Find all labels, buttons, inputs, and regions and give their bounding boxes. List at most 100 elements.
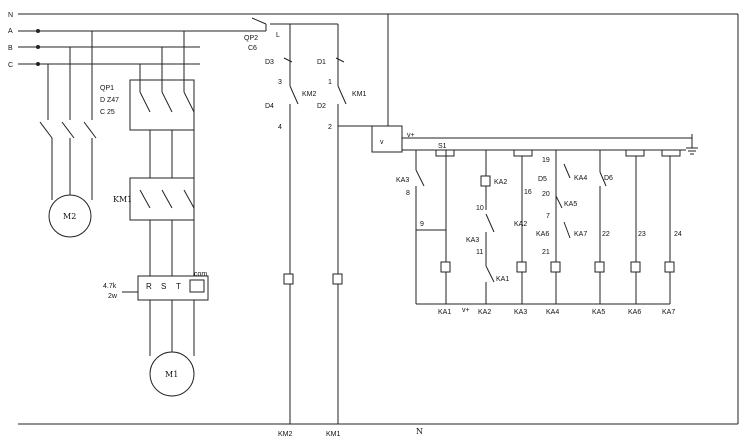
d3-led	[283, 57, 293, 63]
terminal-t: T	[176, 282, 181, 291]
ka3-left-contact	[415, 169, 425, 187]
n8-label: 8	[406, 190, 410, 197]
ka7-contact	[563, 221, 571, 239]
power-bus: N A B C N	[8, 12, 739, 436]
coil-label-ka3: KA3	[514, 309, 527, 316]
qp1-switch-2	[161, 91, 173, 113]
qp1-label-1: QP1	[100, 85, 114, 92]
l-label: L	[276, 32, 280, 39]
motor-m2	[48, 194, 92, 238]
terminal-r: R	[146, 282, 152, 291]
right-control-section: v v+ S1 KA3 8 9 KA2 10 KA3 11 KA	[371, 125, 698, 316]
coil-ka5	[594, 261, 605, 273]
n16-label: 16	[524, 189, 532, 196]
power-supply-box	[371, 125, 403, 153]
n21-label: 21	[542, 249, 550, 256]
coil-ka7	[664, 261, 675, 273]
label-n-top: N	[8, 12, 13, 19]
ka1-mid-contact	[485, 265, 495, 283]
ka2-box-label: KA2	[494, 179, 507, 186]
d6-label: D6	[604, 175, 613, 182]
qp2-label-2: C6	[248, 45, 257, 52]
n2-label: 2	[328, 124, 332, 131]
km2-aux-contact	[289, 85, 299, 105]
inverter-relay-symbol	[189, 279, 205, 293]
motor-m1-label: M1	[165, 370, 178, 379]
km1-aux-contact	[337, 85, 347, 105]
n20-label: 20	[542, 191, 550, 198]
coil-km2	[283, 273, 294, 285]
bus-a-terminal	[36, 29, 40, 33]
label-a: A	[8, 28, 13, 35]
n7-label: 7	[546, 213, 550, 220]
m2-motor-branch: M2	[39, 31, 97, 238]
km1-aux-label: KM1	[352, 91, 367, 98]
d6-contact	[599, 171, 607, 187]
coil-ka4	[550, 261, 561, 273]
m2-switch-1	[39, 121, 53, 139]
s1-button	[435, 149, 455, 157]
terminal-com: com	[194, 271, 207, 278]
coil-label-ka6: KA6	[628, 309, 641, 316]
n23-label: 23	[638, 231, 646, 238]
km1-contactor-box	[129, 177, 195, 221]
d5-label: D5	[538, 176, 547, 183]
n24-label: 24	[674, 231, 682, 238]
terminal-s: S	[161, 282, 166, 291]
m2-switch-3	[83, 121, 97, 139]
m1-main-branch: QP1 D Z47 C 25 KM1 R S T com 4.7k 2w M1	[100, 31, 209, 397]
ka7-pushbutton	[661, 149, 681, 157]
coil-ka1	[440, 261, 451, 273]
coil-label-ka2: KA2	[478, 309, 491, 316]
ka3-mid-contact	[485, 213, 495, 233]
ka1-mid-label: KA1	[496, 276, 509, 283]
km1-switch-1	[139, 189, 151, 209]
km1-switch-3	[183, 189, 195, 209]
coil-km1	[332, 273, 343, 285]
n3-label: 3	[278, 79, 282, 86]
qp1-label-3: C 25	[100, 109, 115, 116]
ka6-contact-label: KA6	[536, 231, 549, 238]
psu-vplus: v	[380, 139, 384, 146]
n4-label: 4	[278, 124, 282, 131]
label-c: C	[8, 62, 13, 69]
coil-km2-label: KM2	[278, 431, 293, 438]
n22-label: 22	[602, 231, 610, 238]
n11-label: 11	[476, 249, 483, 256]
coil-vplus-label: v+	[462, 307, 470, 314]
km1-main-label: KM1	[113, 195, 132, 204]
coil-km1-label: KM1	[326, 431, 341, 438]
qp1-label-2: D Z47	[100, 97, 119, 104]
ka3-mid-label: KA3	[466, 237, 479, 244]
coil-ka3	[516, 261, 527, 273]
ka2-box	[480, 175, 491, 187]
ka2-contact-label: KA2	[514, 221, 527, 228]
ka5-contact-label: KA5	[564, 201, 577, 208]
ka3-left-label: KA3	[396, 177, 409, 184]
coil-ka6	[630, 261, 641, 273]
ka5-contact	[555, 195, 563, 209]
motor-m1	[149, 351, 195, 397]
ka6-pushbutton	[625, 149, 645, 157]
d2-label: D2	[317, 103, 326, 110]
resistor-label-1: 4.7k	[103, 283, 117, 290]
qp2-label-1: QP2	[244, 35, 258, 42]
n19-label: 19	[542, 157, 550, 164]
ka4-contact	[563, 163, 571, 179]
psu-out-label: v+	[407, 132, 415, 139]
d3-label: D3	[265, 59, 274, 66]
qp2-switch	[251, 17, 267, 25]
coil-label-ka4: KA4	[546, 309, 559, 316]
n1-label: 1	[328, 79, 332, 86]
ka3-pushbutton	[513, 149, 533, 157]
qp2-control-branch: QP2 C6 L D3 3 KM2 D4 4 KM2 D1 1 KM1 D2 2…	[244, 14, 389, 438]
qp1-switch-1	[139, 91, 151, 113]
inverter-box	[137, 275, 209, 301]
coil-label-ka7: KA7	[662, 309, 675, 316]
s1-label: S1	[438, 143, 447, 150]
coil-label-ka1: KA1	[438, 309, 451, 316]
d1-label: D1	[317, 59, 326, 66]
bus-b-terminal	[36, 45, 40, 49]
